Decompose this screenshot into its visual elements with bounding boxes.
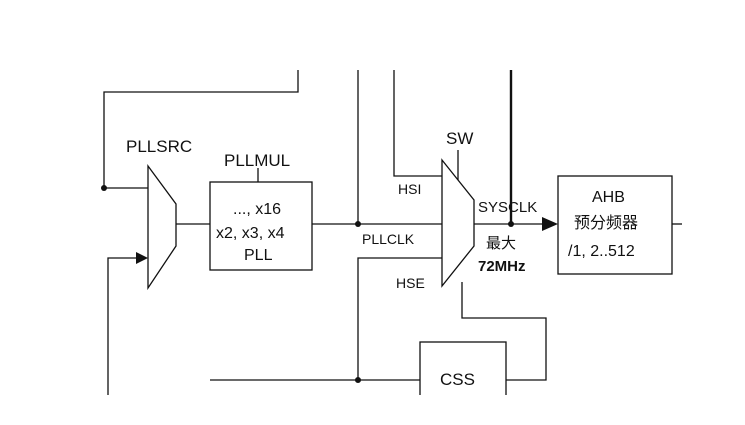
sw-mux: [441, 158, 475, 288]
pll-block-line1: ..., x16: [233, 201, 281, 218]
junction-pllclk: [355, 221, 361, 227]
junction-sysclk: [508, 221, 514, 227]
ahb-line2: 预分频器: [574, 214, 638, 232]
pll-block-line3: PLL: [244, 247, 273, 264]
css-block: [419, 341, 507, 405]
sw-label: SW: [446, 129, 473, 148]
wire-hse: [357, 257, 442, 380]
arrow-sysclk-to-ahb: [542, 217, 558, 231]
sysclk-label: SYSCLK: [478, 199, 537, 216]
ahb-line3: /1, 2..512: [568, 243, 635, 260]
hsi-label: HSI: [398, 181, 421, 197]
wire-hsi: [393, 70, 442, 177]
wire-pllsrc-top-input: [103, 70, 299, 189]
junctions: [101, 185, 514, 383]
pllclk-label: PLLCLK: [362, 231, 415, 247]
max-label: 最大: [486, 235, 516, 252]
wire-css-right: [461, 282, 547, 381]
junction-pllsrc-top: [101, 185, 107, 191]
ahb-prescaler-block: [557, 175, 673, 275]
wires: [103, 70, 682, 395]
junction-css: [355, 377, 361, 383]
pllsrc-mux: [147, 164, 177, 291]
pll-block: [209, 181, 313, 271]
ahb-line1: AHB: [592, 189, 625, 206]
pll-block-line2: x2, x3, x4: [216, 225, 285, 242]
css-label: CSS: [440, 370, 475, 389]
pllsrc-label: PLLSRC: [126, 137, 192, 156]
pllmul-label: PLLMUL: [224, 151, 290, 170]
hse-label: HSE: [396, 275, 425, 291]
max-freq-label: 72MHz: [478, 258, 526, 275]
wire-pllsrc-bottom-input: [107, 257, 136, 395]
bottom-margin: [0, 395, 745, 425]
arrow-pllsrc-input: [136, 252, 148, 264]
